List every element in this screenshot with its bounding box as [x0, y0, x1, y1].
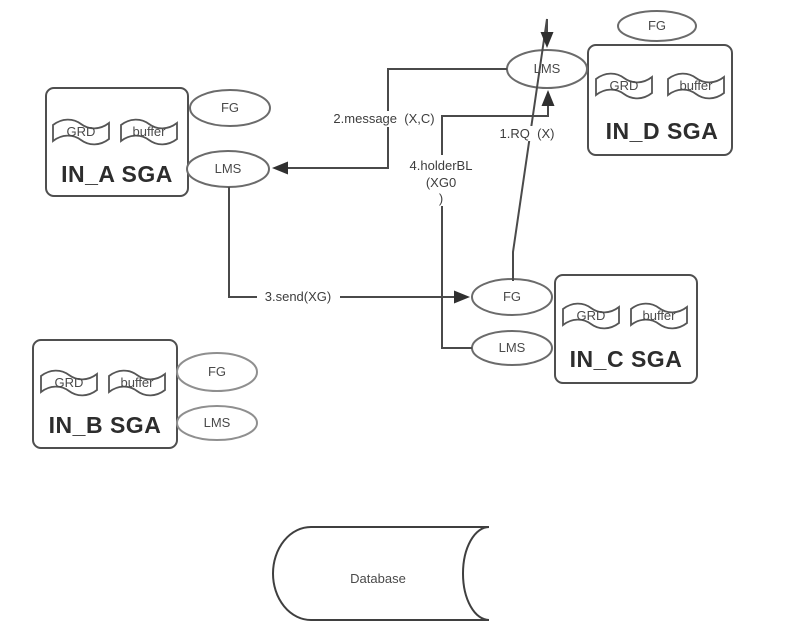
in-c-lms-label: LMS: [499, 340, 526, 355]
in-b-sga-box[interactable]: [32, 339, 178, 449]
in-a-sga-title: IN_A SGA: [61, 161, 173, 187]
edge-holder[interactable]: [441, 90, 555, 349]
in-b-buffer-label: buffer: [120, 375, 154, 390]
in-b-grd-flag[interactable]: [40, 369, 98, 397]
instance-d-group: GRD buffer IN_D SGA FG LMS: [506, 10, 733, 156]
edge-rq-label-bg: [496, 126, 558, 141]
in-d-grd-flag[interactable]: [595, 72, 653, 100]
in-c-fg-label: FG: [503, 289, 521, 304]
edge-holder-arrowhead: [541, 90, 555, 106]
in-b-fg-label: FG: [208, 364, 226, 379]
database-group: Database: [272, 526, 490, 621]
in-b-fg-ellipse[interactable]: [176, 352, 258, 392]
instance-a-group: GRD buffer IN_A SGA FG LMS: [45, 87, 271, 197]
in-a-buffer-label: buffer: [132, 124, 166, 139]
in-d-sga-box[interactable]: [587, 44, 733, 156]
in-c-buffer-label: buffer: [642, 308, 676, 323]
edge-message-label: 2.message (X,C): [333, 111, 434, 126]
in-a-sga-box[interactable]: [45, 87, 189, 197]
in-c-sga-title: IN_C SGA: [570, 346, 683, 372]
in-b-lms-ellipse[interactable]: [176, 405, 258, 441]
in-d-buffer-flag[interactable]: [667, 72, 725, 100]
edge-send-arrowhead: [454, 290, 470, 304]
in-c-buffer-flag[interactable]: [630, 302, 688, 330]
in-c-grd-label: GRD: [577, 308, 606, 323]
database-cylinder[interactable]: [272, 526, 490, 621]
instance-b-group: GRD buffer IN_B SGA FG LMS: [32, 339, 258, 449]
edge-rq-label: 1.RQ (X): [500, 126, 555, 141]
in-d-lms-label: LMS: [534, 61, 561, 76]
edge-message-arrowhead: [272, 161, 288, 175]
in-b-sga-title: IN_B SGA: [49, 412, 162, 438]
in-d-grd-label: GRD: [610, 78, 639, 93]
in-c-grd-flag[interactable]: [562, 302, 620, 330]
in-a-grd-label: GRD: [67, 124, 96, 139]
in-a-fg-label: FG: [221, 100, 239, 115]
in-a-buffer-flag[interactable]: [120, 118, 178, 146]
edge-holder-label-line2: (XG0: [426, 175, 456, 190]
edge-holder-label-line1: 4.holderBL: [410, 158, 473, 173]
in-d-fg-label: FG: [648, 18, 666, 33]
edge-message-label-bg: [331, 111, 438, 127]
instance-c-group: GRD buffer IN_C SGA FG LMS: [471, 274, 698, 384]
in-a-grd-flag[interactable]: [52, 118, 110, 146]
in-d-sga-title: IN_D SGA: [606, 118, 719, 144]
database-label: Database: [350, 571, 406, 586]
edge-holder-label-line3: ): [439, 191, 443, 206]
edge-holder-label-bg: [406, 155, 476, 206]
in-b-grd-label: GRD: [55, 375, 84, 390]
in-a-fg-ellipse[interactable]: [189, 89, 271, 127]
in-d-fg-ellipse[interactable]: [617, 10, 697, 42]
in-a-lms-label: LMS: [215, 161, 242, 176]
edge-send-label-bg: [257, 289, 340, 304]
in-d-buffer-label: buffer: [679, 78, 713, 93]
edge-send[interactable]: [228, 187, 470, 304]
edge-send-label: 3.send(XG): [265, 289, 331, 304]
edge-labels: 2.message (X,C) 1.RQ (X) 3.send(XG) 4.ho…: [257, 111, 558, 304]
edge-send-line[interactable]: [228, 187, 455, 298]
in-b-lms-label: LMS: [204, 415, 231, 430]
in-c-sga-box[interactable]: [554, 274, 698, 384]
edge-holder-line[interactable]: [441, 106, 549, 349]
in-b-buffer-flag[interactable]: [108, 369, 166, 397]
edge-rq-arrowhead: [540, 32, 554, 48]
